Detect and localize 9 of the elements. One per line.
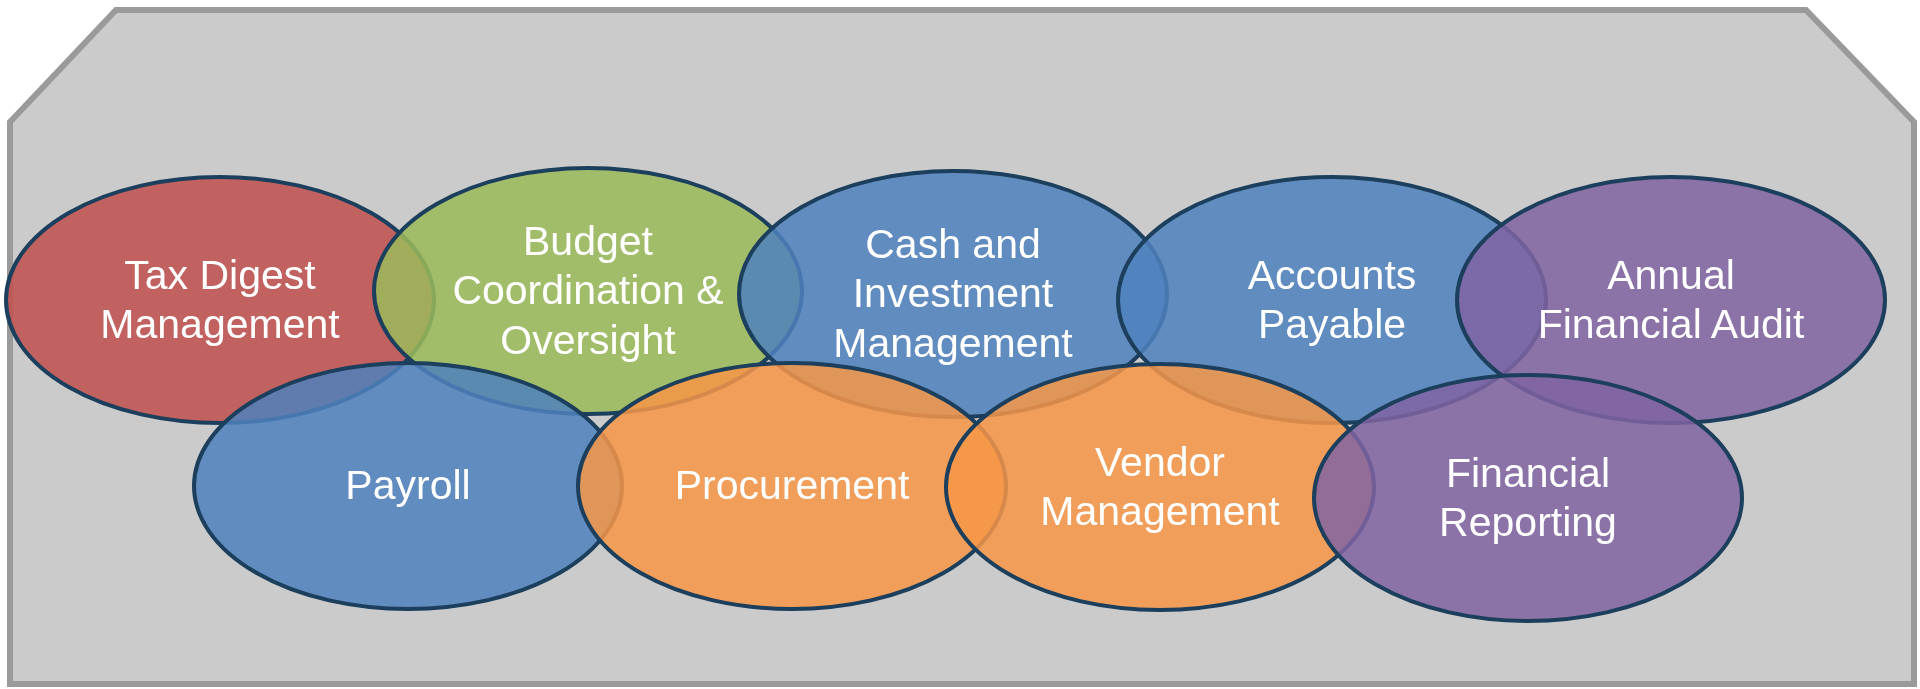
ellipse-label: Annual Financial Audit bbox=[1536, 250, 1806, 349]
ellipse-label: Procurement bbox=[674, 461, 910, 511]
ellipse-label: Vendor Management bbox=[1039, 437, 1281, 536]
ellipse-label: Accounts Payable bbox=[1246, 250, 1418, 349]
ellipse-label: Cash and Investment Management bbox=[832, 220, 1074, 368]
ellipse-label: Tax Digest Management bbox=[99, 250, 341, 349]
ellipse-label: Payroll bbox=[345, 461, 471, 511]
ellipse-label: Budget Coordination & Oversight bbox=[451, 217, 725, 365]
ellipse-label: Financial Reporting bbox=[1438, 448, 1618, 547]
